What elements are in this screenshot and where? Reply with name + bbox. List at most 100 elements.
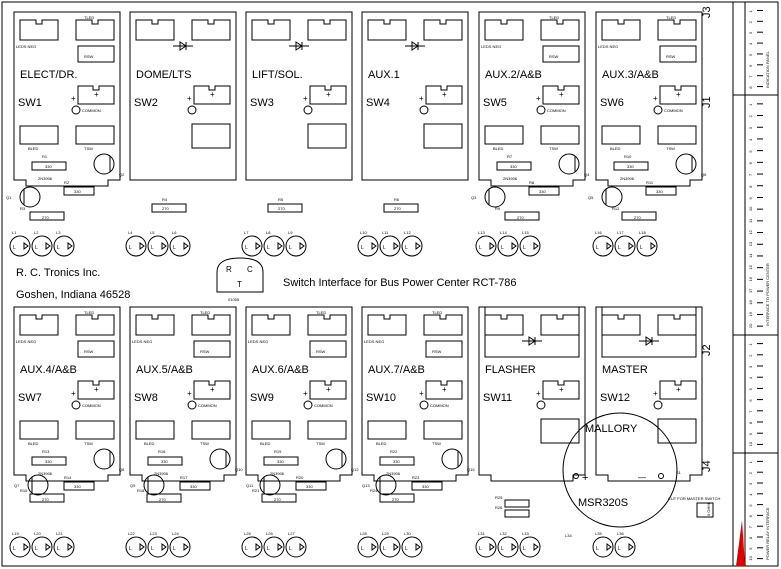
flasher-frame — [601, 306, 697, 358]
r26-label: R26 — [495, 505, 503, 510]
switch-id: SW1 — [18, 97, 42, 109]
resistor-label: R15 — [20, 488, 28, 493]
j1-pin-13: 13 — [748, 241, 753, 246]
tsw-label: TSW — [200, 441, 209, 446]
tsw-label: TSW — [549, 146, 558, 151]
company-name: R. C. Tronics Inc. — [16, 267, 100, 279]
bled-pad — [484, 125, 524, 145]
resistor-value: 270 — [278, 206, 285, 211]
switch-tab — [367, 314, 407, 336]
resistor-2-value: 330 — [539, 189, 546, 194]
switch-label: AUX.6/A&B — [252, 364, 309, 376]
tsw-pad — [657, 125, 697, 145]
led-arrow — [606, 543, 612, 551]
led-label: L27 — [288, 531, 295, 536]
resistor-label: R18 — [137, 488, 145, 493]
switch-tab — [75, 314, 115, 336]
common-terminal — [536, 400, 546, 410]
j4-pin-5: 5 — [748, 504, 753, 507]
bled-label: BLED — [28, 441, 39, 446]
switch-label: AUX.4/A&B — [20, 364, 77, 376]
led-pin-l: L — [383, 245, 386, 251]
plus-tab — [542, 85, 580, 105]
tsw-pad — [540, 125, 580, 145]
common-label: COMMON — [198, 403, 217, 408]
j1-pin-15: 15 — [748, 264, 753, 269]
led-pin-l: L — [361, 546, 364, 552]
switch-id: SW8 — [134, 392, 158, 404]
resistor-2 — [63, 186, 95, 196]
led-label: L6 — [172, 230, 177, 235]
resistor-r18 — [146, 493, 182, 503]
rsw-pad — [77, 340, 115, 358]
switch-id: SW3 — [250, 97, 274, 109]
plus-tab — [659, 380, 697, 400]
led-label: L10 — [360, 230, 367, 235]
tsw-label: TSW — [84, 146, 93, 151]
rsw-label: RSW — [549, 54, 559, 59]
common-label: COMMON — [664, 108, 683, 113]
lower-tab — [191, 123, 231, 149]
common-terminal — [419, 400, 429, 410]
switch-tab — [307, 314, 347, 336]
led-arrow — [371, 543, 377, 551]
transistor-label: Q4 — [584, 172, 590, 177]
led-pin-l: L — [57, 546, 60, 552]
battery-plus-terminal — [573, 473, 579, 479]
j2-pin-10: 10 — [748, 441, 753, 446]
resistor-label: R5 — [278, 197, 284, 202]
interface-power-center-label: INTERFACE TO POWER CENTER — [765, 263, 770, 326]
led-arrow — [67, 543, 73, 551]
led-body — [53, 536, 75, 558]
j3-pin-3: 3 — [748, 31, 753, 34]
switch-id: SW10 — [366, 392, 396, 404]
j4-pin-10: 10 — [748, 555, 753, 560]
led-l3: L3L — [53, 230, 75, 257]
resistor — [151, 203, 187, 213]
bled-label: BLED — [260, 441, 271, 446]
plus-sign: + — [210, 90, 215, 99]
switch-label: FLASHER — [485, 364, 536, 376]
common-terminal — [187, 400, 197, 410]
bled-pad — [19, 125, 59, 145]
bled-pad — [601, 125, 641, 145]
led-pin-l: L — [151, 546, 154, 552]
switch-tab — [135, 19, 175, 41]
j3-pin-2: 2 — [748, 20, 753, 23]
tsw-pad — [307, 420, 347, 440]
led-arrow — [183, 242, 189, 250]
leds-neg-label: LEDS NEG — [132, 339, 152, 344]
rct-component — [216, 257, 264, 293]
led-pin-l: L — [151, 245, 154, 251]
transistor-label: Q12 — [351, 467, 359, 472]
transistor-q7 — [27, 474, 49, 496]
rct-code: 01055 — [228, 297, 240, 302]
led-label: L7 — [244, 230, 249, 235]
resistor — [383, 203, 419, 213]
led-arrow — [650, 242, 656, 250]
resistor-2-label: R2 — [64, 180, 70, 185]
led-arrow — [533, 543, 539, 551]
transistor-label: Q5 — [588, 195, 594, 200]
led-label: L14 — [500, 230, 507, 235]
led-pin-l: L — [35, 546, 38, 552]
j1-pin-3: 3 — [748, 126, 753, 129]
switch-id: SW7 — [18, 392, 42, 404]
led-body — [636, 235, 658, 257]
led-body — [31, 536, 53, 558]
switch-tab — [191, 19, 231, 41]
resistor-2-label: R8 — [529, 180, 535, 185]
transistor-q9 — [143, 474, 165, 496]
plus-sign-outer: + — [419, 94, 424, 103]
switch-tab — [19, 314, 59, 336]
plus-sign-outer: + — [653, 94, 658, 103]
switch-id: SW6 — [600, 97, 624, 109]
